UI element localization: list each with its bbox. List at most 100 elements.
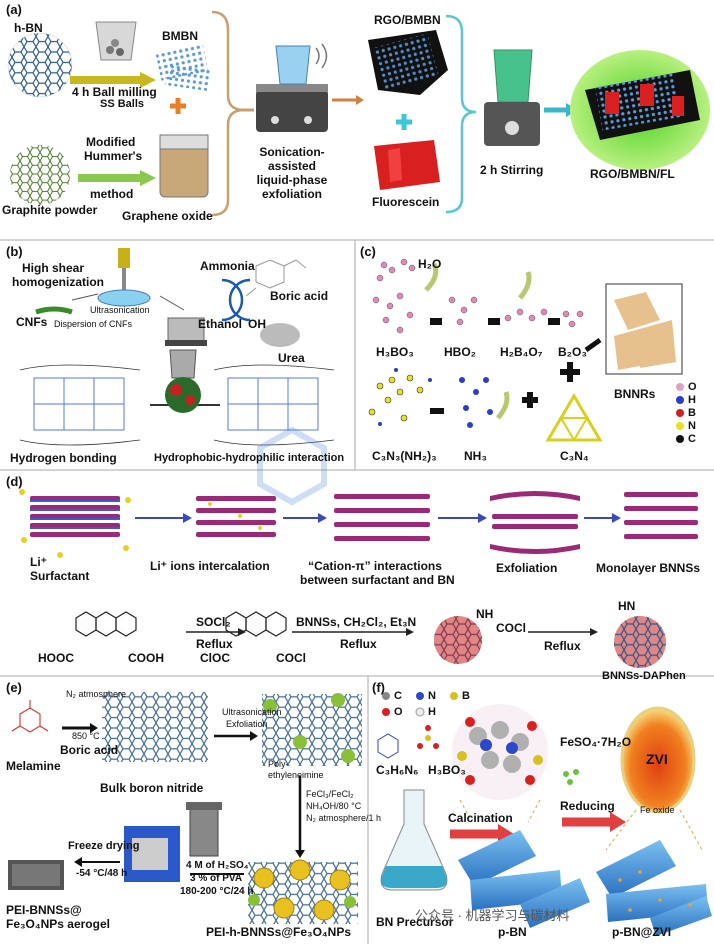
label-reflux-1: Reflux bbox=[196, 637, 233, 651]
panel-d-art bbox=[19, 489, 698, 668]
label-fe-oxide: Fe oxide bbox=[640, 805, 675, 815]
watermark-text: 公众号 · 机器学习与碳材料 bbox=[415, 908, 570, 923]
label-hydrogen-bonding: Hydrogen bonding bbox=[10, 451, 117, 465]
label-bmbn: BMBN bbox=[162, 29, 198, 43]
label-sonication-4: exfoliation bbox=[261, 187, 322, 201]
label-graphite-powder: Graphite powder bbox=[2, 203, 98, 217]
label-fecl: FeCl₃/FeCl₂ bbox=[306, 789, 354, 799]
label-cation-pi-2: between surfactant and BN bbox=[300, 573, 455, 587]
panel-label-d: (d) bbox=[6, 474, 23, 489]
label-f-b: B bbox=[462, 690, 470, 702]
label-nh: NH bbox=[476, 607, 494, 621]
label-f-o: O bbox=[394, 706, 403, 718]
label-h2o: H₂O bbox=[418, 257, 442, 271]
panel-c-art bbox=[368, 258, 684, 443]
legend-b: B bbox=[688, 407, 696, 419]
label-melamine: Melamine bbox=[6, 759, 61, 773]
label-reducing: Reducing bbox=[560, 799, 615, 813]
label-cocl-1: COCl bbox=[276, 651, 306, 665]
label-homogenization: homogenization bbox=[12, 275, 104, 289]
label-calcination: Calcination bbox=[448, 811, 513, 825]
label-c3n3nh2: C₃N₃(NH₂)₃ bbox=[372, 449, 437, 463]
label-hbo2: HBO₂ bbox=[444, 345, 476, 359]
label-h-bn: h-BN bbox=[14, 21, 43, 35]
label-graphene-oxide: Graphene oxide bbox=[122, 209, 213, 223]
legend-c: C bbox=[688, 433, 696, 445]
label-h2b4o7: H₂B₄O₇ bbox=[500, 345, 543, 359]
label-ultrasonication-e: Ultrasonication bbox=[222, 707, 282, 717]
watermark-logo bbox=[257, 426, 327, 506]
label-b2o3: B₂O₃ bbox=[558, 345, 587, 359]
label-exfoliation-d: Exfoliation bbox=[496, 561, 558, 575]
label-hydrophobic: Hydrophobic-hydrophilic interaction bbox=[154, 452, 345, 464]
label-fluorescein: Fluorescein bbox=[372, 195, 440, 209]
label-oh: OH bbox=[248, 317, 266, 331]
label-freeze: Freeze drying bbox=[68, 840, 140, 852]
label-n2-atm: N₂ atmosphere bbox=[66, 689, 127, 699]
label-reflux-2: Reflux bbox=[340, 637, 377, 651]
label-hydrothermal: 180-200 °C/24 h bbox=[180, 886, 254, 897]
label-nh3: NH₃ bbox=[464, 449, 487, 463]
panel-label-a: (a) bbox=[6, 2, 22, 17]
label-ultrasonication-b: Ultrasonication bbox=[90, 305, 150, 315]
label-rgo-bmbn-fl: RGO/BMBN/FL bbox=[590, 167, 675, 181]
label-h2so4: 4 M of H₂SO₄ bbox=[186, 860, 249, 871]
label-dispersion: Dispersion of CNFs bbox=[54, 319, 133, 329]
label-bulk-bn: Bulk boron nitride bbox=[100, 781, 204, 795]
label-f-c: C bbox=[394, 690, 402, 702]
label-ss-balls: SS Balls bbox=[100, 98, 145, 110]
label-ammonia: Ammonia bbox=[200, 259, 255, 273]
label-intercalation: Li⁺ ions intercalation bbox=[150, 559, 270, 573]
label-surfactant: Surfactant bbox=[30, 569, 90, 583]
label-nh4oh: NH₄OH/80 °C bbox=[306, 801, 362, 811]
label-feso4: FeSO₄·7H₂O bbox=[560, 735, 632, 749]
label-monolayer: Monolayer BNNSs bbox=[596, 561, 701, 575]
panel-label-f: (f) bbox=[372, 680, 385, 695]
label-ball-milling: 4 h Ball milling bbox=[72, 85, 157, 99]
label-poly: Poly- bbox=[268, 759, 289, 769]
label-bnnrs: BNNRs bbox=[614, 387, 656, 401]
label-hooc: HOOC bbox=[38, 651, 74, 665]
label-sonication-1: Sonication- bbox=[259, 145, 325, 159]
label-pei-h-bnnss: PEI-h-BNNSs@Fe₃O₄NPs bbox=[206, 925, 351, 939]
label-h3bo3-f: H₃BO₃ bbox=[428, 763, 466, 777]
label-c3n4: C₃N₄ bbox=[560, 449, 589, 463]
label-hn: HN bbox=[618, 599, 636, 613]
label-hummers: Hummer's bbox=[84, 149, 143, 163]
label-rgo-bmbn: RGO/BMBN bbox=[374, 13, 441, 27]
label-boric-acid-e: Boric acid bbox=[60, 743, 119, 757]
label-cocl-2: COCl bbox=[496, 621, 526, 635]
label-modified: Modified bbox=[86, 135, 136, 149]
label-freeze-cond: -54 °C/48 h bbox=[76, 868, 128, 879]
label-socl2: SOCl₂ bbox=[196, 615, 231, 629]
label-li: Li⁺ bbox=[30, 555, 47, 569]
label-bnnss-daphen: BNNSs-DAPhen bbox=[602, 670, 686, 682]
label-ethyleneimine: ethyleneimine bbox=[268, 770, 324, 780]
label-pva: 3 % of PVA bbox=[190, 873, 243, 884]
label-p-bn-zvi: p-BN@ZVI bbox=[612, 925, 672, 939]
panel-b-art bbox=[19, 248, 335, 446]
label-cnfs: CNFs bbox=[16, 315, 48, 329]
label-stirring: 2 h Stirring bbox=[480, 163, 544, 177]
label-sonication-2: assisted bbox=[267, 159, 317, 173]
label-zvi: ZVI bbox=[646, 751, 668, 767]
label-bn-precursor: BN Precursor bbox=[376, 915, 454, 929]
label-f-h: H bbox=[428, 706, 436, 718]
legend-o: O bbox=[688, 381, 697, 393]
label-850: 850 °C bbox=[72, 731, 100, 741]
label-aerogel-1: PEI-BNNSs@ bbox=[6, 903, 82, 917]
panel-label-c: (c) bbox=[360, 244, 376, 259]
label-urea: Urea bbox=[278, 351, 305, 365]
label-reflux-3: Reflux bbox=[544, 639, 581, 653]
label-n2-1h: N₂ atmosphere/1 h bbox=[306, 813, 382, 823]
panel-a-art bbox=[7, 10, 710, 217]
panel-dividers bbox=[0, 239, 714, 944]
label-sonication-3: liquid-phase bbox=[256, 173, 328, 187]
label-cation-pi-1: “Cation-π” interactions bbox=[308, 559, 442, 573]
label-boric-acid-b: Boric acid bbox=[270, 289, 329, 303]
label-cloc: ClOC bbox=[200, 651, 230, 665]
panel-e-art bbox=[8, 692, 362, 924]
label-high-shear: High shear bbox=[22, 261, 85, 275]
label-aerogel-2: Fe₃O₄NPs aerogel bbox=[6, 917, 110, 931]
